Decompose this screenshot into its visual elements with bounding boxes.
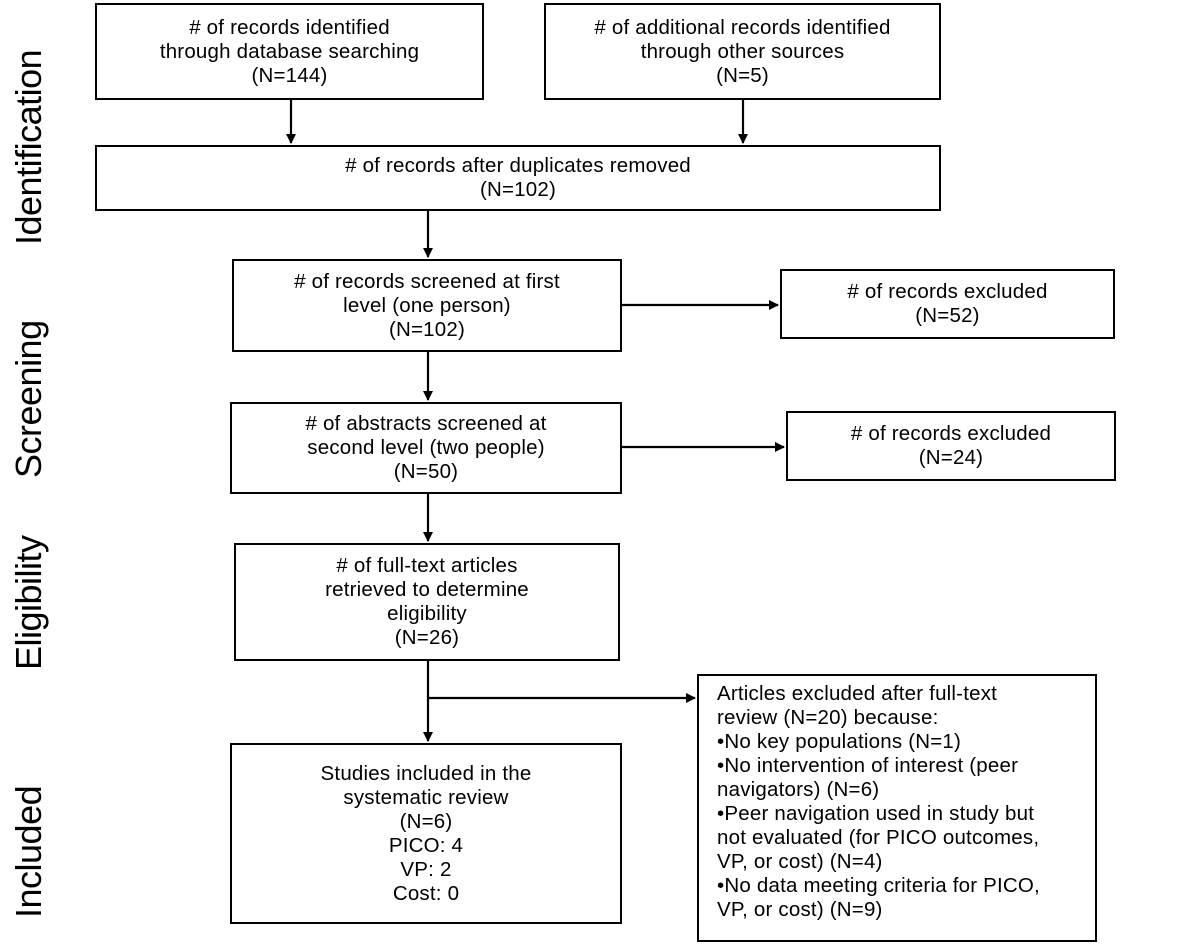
box-text-line: PICO: 4: [388, 833, 464, 857]
box-text-line: VP, or cost) (N=4): [717, 850, 883, 873]
box-text-line: systematic review: [343, 785, 509, 809]
box-text-line: # of full-text articles: [336, 554, 518, 577]
box-second-level-excluded: # of records excluded (N=24): [786, 411, 1116, 481]
box-duplicates-removed: # of records after duplicates removed (N…: [95, 145, 941, 211]
box-database-search: # of records identified through database…: [95, 3, 484, 100]
box-included-studies: Studies included in the systematic revie…: [230, 743, 622, 924]
box-text-line: VP, or cost) (N=9): [717, 898, 883, 921]
box-full-text-excluded: Articles excluded after full-text review…: [697, 674, 1097, 942]
box-text-line: Studies included in the: [320, 761, 532, 785]
box-text-line: # of records screened at first: [294, 269, 560, 293]
box-text-line: navigators) (N=6): [717, 778, 880, 801]
box-second-level-screen: # of abstracts screened at second level …: [230, 402, 622, 494]
box-text-line: (N=50): [393, 460, 459, 483]
box-text-line: through database searching: [159, 39, 420, 63]
box-text-line: Cost: 0: [392, 881, 460, 905]
box-other-sources: # of additional records identified throu…: [544, 3, 941, 100]
box-text-line: •No data meeting criteria for PICO,: [717, 874, 1040, 897]
box-text-line: second level (two people): [307, 436, 545, 459]
box-text-line: through other sources: [640, 39, 845, 63]
box-text-line: (N=5): [716, 63, 769, 87]
box-text-line: Articles excluded after full-text: [717, 682, 998, 705]
box-text-line: (N=102): [479, 178, 557, 201]
box-text-line: (N=144): [251, 63, 328, 87]
box-text-line: eligibility: [387, 602, 467, 625]
box-text-line: •Peer navigation used in study but: [717, 802, 1035, 825]
box-text-line: (N=24): [918, 446, 984, 469]
box-text-line: (N=26): [394, 626, 460, 649]
box-text-line: VP: 2: [400, 857, 452, 881]
box-text-line: # of records excluded: [850, 422, 1052, 445]
box-text-line: retrieved to determine: [325, 578, 529, 601]
box-text-line: level (one person): [343, 293, 511, 317]
box-text-line: # of abstracts screened at: [305, 412, 547, 435]
box-text-line: •No key populations (N=1): [717, 730, 962, 753]
box-text-line: # of records after duplicates removed: [345, 154, 691, 177]
box-text-line: review (N=20) because:: [717, 706, 939, 729]
box-full-text-articles: # of full-text articles retrieved to det…: [234, 543, 620, 661]
box-text-line: (N=6): [399, 809, 453, 833]
box-text-line: # of additional records identified: [594, 15, 891, 39]
box-text-line: (N=52): [915, 304, 980, 327]
box-text-line: # of records identified: [189, 15, 390, 39]
box-first-level-excluded: # of records excluded (N=52): [780, 269, 1115, 339]
box-text-line: # of records excluded: [847, 280, 1048, 303]
box-text-line: not evaluated (for PICO outcomes,: [717, 826, 1040, 849]
box-text-line: (N=102): [388, 317, 466, 341]
box-text-line: •No intervention of interest (peer: [717, 754, 1019, 777]
box-first-level-screen: # of records screened at first level (on…: [232, 259, 622, 352]
